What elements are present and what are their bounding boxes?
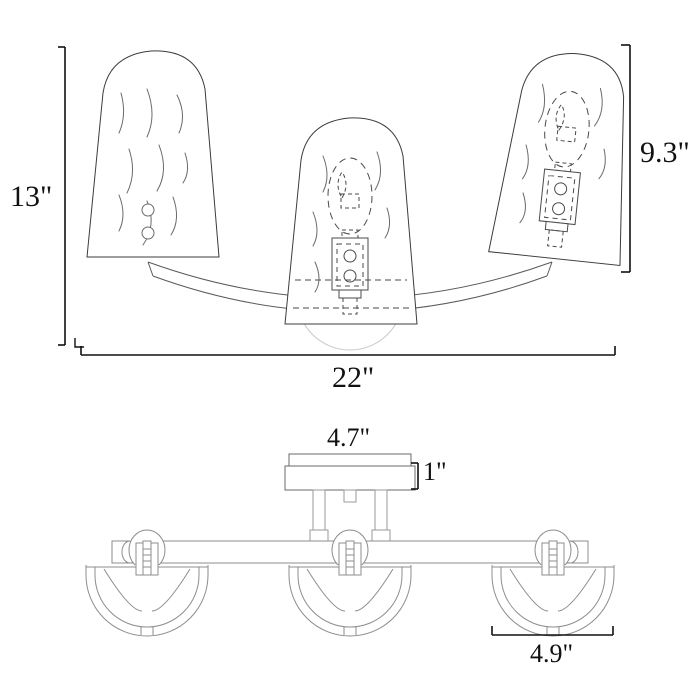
- front-elevation-view: [86, 46, 643, 351]
- shade-left: [86, 50, 220, 258]
- dim-line-canopy-depth: [411, 462, 419, 490]
- dimension-lines-top: [411, 462, 614, 636]
- dim-label-width: 22": [332, 361, 375, 394]
- dim-label-shade-height: 9.3": [640, 136, 690, 169]
- dim-line-shade-height: [621, 44, 631, 273]
- shade-center: [284, 117, 418, 325]
- dimension-lines-front: [58, 44, 631, 356]
- canopy-stems: [309, 489, 391, 543]
- dim-label-shade-diameter: 4.9": [530, 639, 574, 668]
- top-plan-view: [85, 453, 615, 637]
- shade-right: [488, 46, 643, 266]
- canopy: [284, 453, 416, 491]
- dim-line-shade-diameter: [491, 626, 614, 636]
- dim-label-height: 13": [10, 180, 53, 213]
- shade-detail-hole-upper: [141, 203, 155, 217]
- shade-detail-hole-lower: [141, 226, 155, 240]
- dim-line-height: [58, 46, 66, 346]
- dim-label-canopy-width: 4.7": [327, 423, 371, 452]
- dim-label-canopy-depth: 1": [423, 457, 447, 486]
